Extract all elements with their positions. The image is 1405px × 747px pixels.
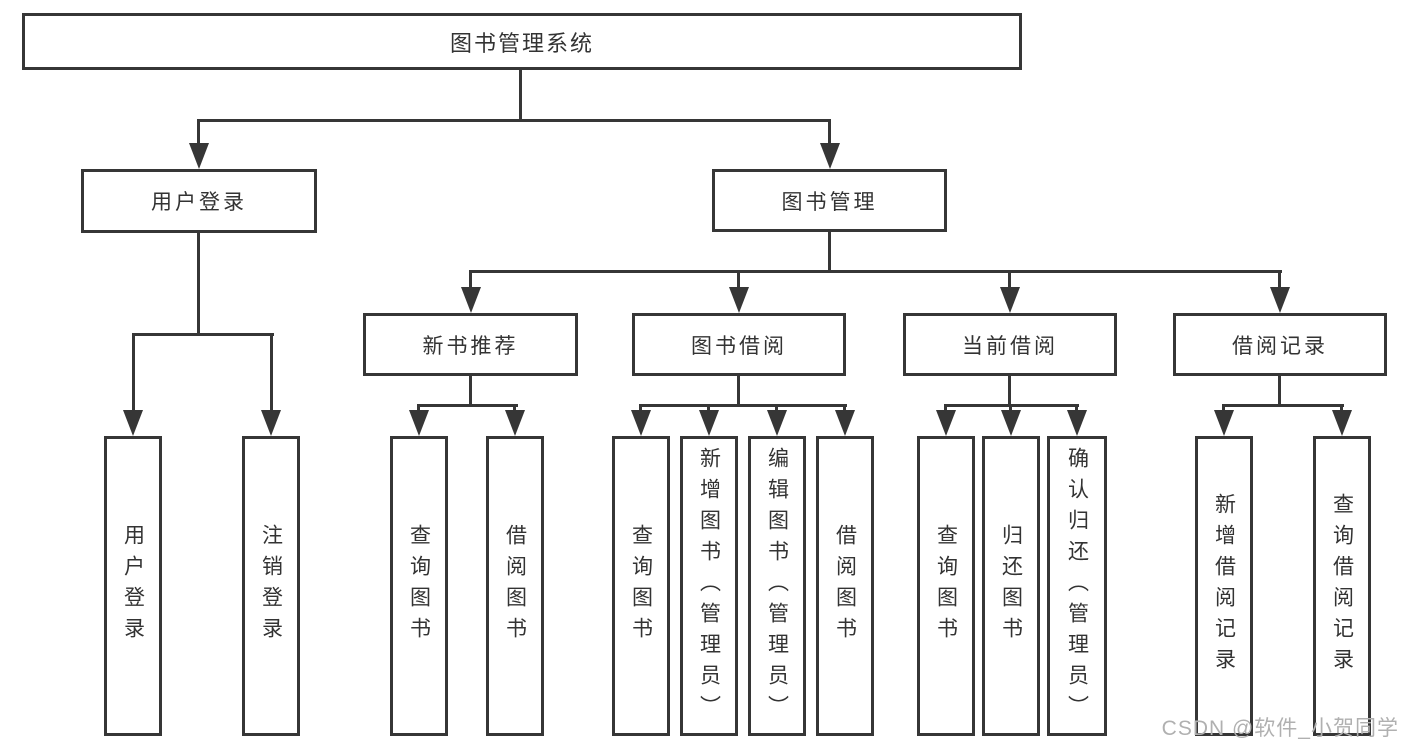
leaf-query-borrow-record: 查询借阅记录 <box>1313 436 1371 736</box>
leaf-query-books-borrow: 查询图书 <box>612 436 670 736</box>
watermark: CSDN @软件_小贺同学 <box>1161 717 1399 740</box>
connector-line <box>519 70 522 122</box>
node-book-borrow: 图书借阅 <box>632 313 846 376</box>
connector-line <box>944 404 947 413</box>
connector-arrowhead <box>461 287 481 313</box>
connector-line <box>828 232 831 273</box>
connector-arrowhead <box>699 410 719 436</box>
connector-arrowhead <box>1214 410 1234 436</box>
leaf-query-books-newbooks: 查询图书 <box>390 436 448 736</box>
connector-line <box>469 270 1282 273</box>
connector-line <box>1009 404 1012 413</box>
node-borrow-records: 借阅记录 <box>1173 313 1387 376</box>
node-user-login: 用户登录 <box>81 169 317 233</box>
connector-line <box>1278 376 1281 407</box>
connector-line <box>469 270 472 290</box>
connector-arrowhead <box>1332 410 1352 436</box>
connector-arrowhead <box>409 410 429 436</box>
connector-line <box>513 404 516 413</box>
connector-line <box>707 404 710 413</box>
connector-line <box>737 270 740 290</box>
leaf-borrow-books: 借阅图书 <box>816 436 874 736</box>
connector-arrowhead <box>820 143 840 169</box>
connector-line <box>197 119 200 148</box>
connector-arrowhead <box>835 410 855 436</box>
connector-arrowhead <box>1067 410 1087 436</box>
connector-line <box>417 404 518 407</box>
connector-line <box>197 119 831 122</box>
connector-line <box>417 404 420 413</box>
connector-line <box>1278 270 1281 290</box>
connector-arrowhead <box>1000 287 1020 313</box>
leaf-query-books-current: 查询图书 <box>917 436 975 736</box>
connector-arrowhead <box>261 410 281 436</box>
connector-line <box>1340 404 1343 413</box>
connector-line <box>132 333 274 336</box>
connector-arrowhead <box>1001 410 1021 436</box>
leaf-logout-login: 注销登录 <box>242 436 300 736</box>
connector-arrowhead <box>189 143 209 169</box>
connector-line <box>469 376 472 407</box>
leaf-return-books: 归还图书 <box>982 436 1040 736</box>
connector-line <box>1075 404 1078 413</box>
connector-arrowhead <box>729 287 749 313</box>
connector-line <box>639 404 642 413</box>
connector-arrowhead <box>767 410 787 436</box>
leaf-user-login: 用户登录 <box>104 436 162 736</box>
leaf-edit-books-admin: 编辑图书（管理员） <box>748 436 806 736</box>
connector-arrowhead <box>936 410 956 436</box>
connector-line <box>775 404 778 413</box>
leaf-add-books-admin: 新增图书（管理员） <box>680 436 738 736</box>
connector-line <box>828 119 831 148</box>
connector-arrowhead <box>505 410 525 436</box>
node-new-books: 新书推荐 <box>363 313 578 376</box>
node-book-mgmt: 图书管理 <box>712 169 947 232</box>
leaf-borrow-books-newbooks: 借阅图书 <box>486 436 544 736</box>
connector-line <box>1008 270 1011 290</box>
connector-line <box>1222 404 1344 407</box>
connector-line <box>843 404 846 413</box>
node-root: 图书管理系统 <box>22 13 1022 70</box>
leaf-confirm-return-admin: 确认归还（管理员） <box>1047 436 1107 736</box>
connector-line <box>1008 376 1011 407</box>
connector-line <box>1222 404 1225 413</box>
leaf-add-borrow-record: 新增借阅记录 <box>1195 436 1253 736</box>
connector-arrowhead <box>631 410 651 436</box>
connector-arrowhead <box>1270 287 1290 313</box>
connector-line <box>270 333 273 413</box>
connector-line <box>737 376 740 407</box>
connector-line <box>132 333 135 413</box>
node-current-borrow: 当前借阅 <box>903 313 1117 376</box>
connector-line <box>197 233 200 336</box>
connector-arrowhead <box>123 410 143 436</box>
connector-line <box>639 404 847 407</box>
